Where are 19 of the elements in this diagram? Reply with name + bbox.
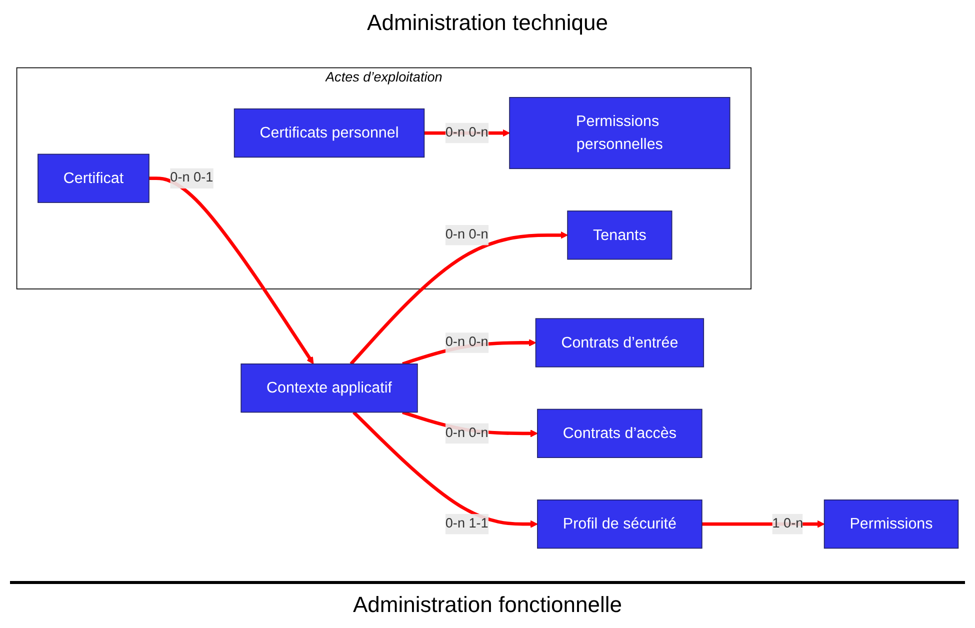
section-label: Administration fonctionnelle: [352, 592, 622, 618]
node-box: Certificats personnel: [234, 108, 425, 158]
edge-label: 1 0-n: [772, 516, 804, 532]
edge-label: 0-n 0-1: [170, 171, 214, 186]
node-box: Tenants: [567, 211, 672, 260]
edge-label: 0-n 0-n: [445, 426, 488, 441]
edge-label: 0-n 0-n: [445, 228, 488, 242]
arrow: [149, 177, 314, 365]
node-box: Contrats d’accès: [537, 409, 702, 458]
node-box: Contexte applicatif: [240, 364, 418, 414]
edge-label: 0-n 0-n: [445, 336, 488, 350]
edge-label: 0-n 1-1: [445, 516, 488, 532]
node-box: Permissions: [824, 500, 959, 550]
diagram-title: Administration technique: [367, 10, 608, 36]
edge-label: 0-n 0-n: [445, 126, 488, 140]
node-box: Contrats d’entrée: [535, 318, 704, 368]
node-box: Certificat: [38, 154, 150, 204]
node-box: Permissions personnelles: [509, 98, 730, 170]
node-box: Profil de sécurité: [537, 500, 702, 550]
